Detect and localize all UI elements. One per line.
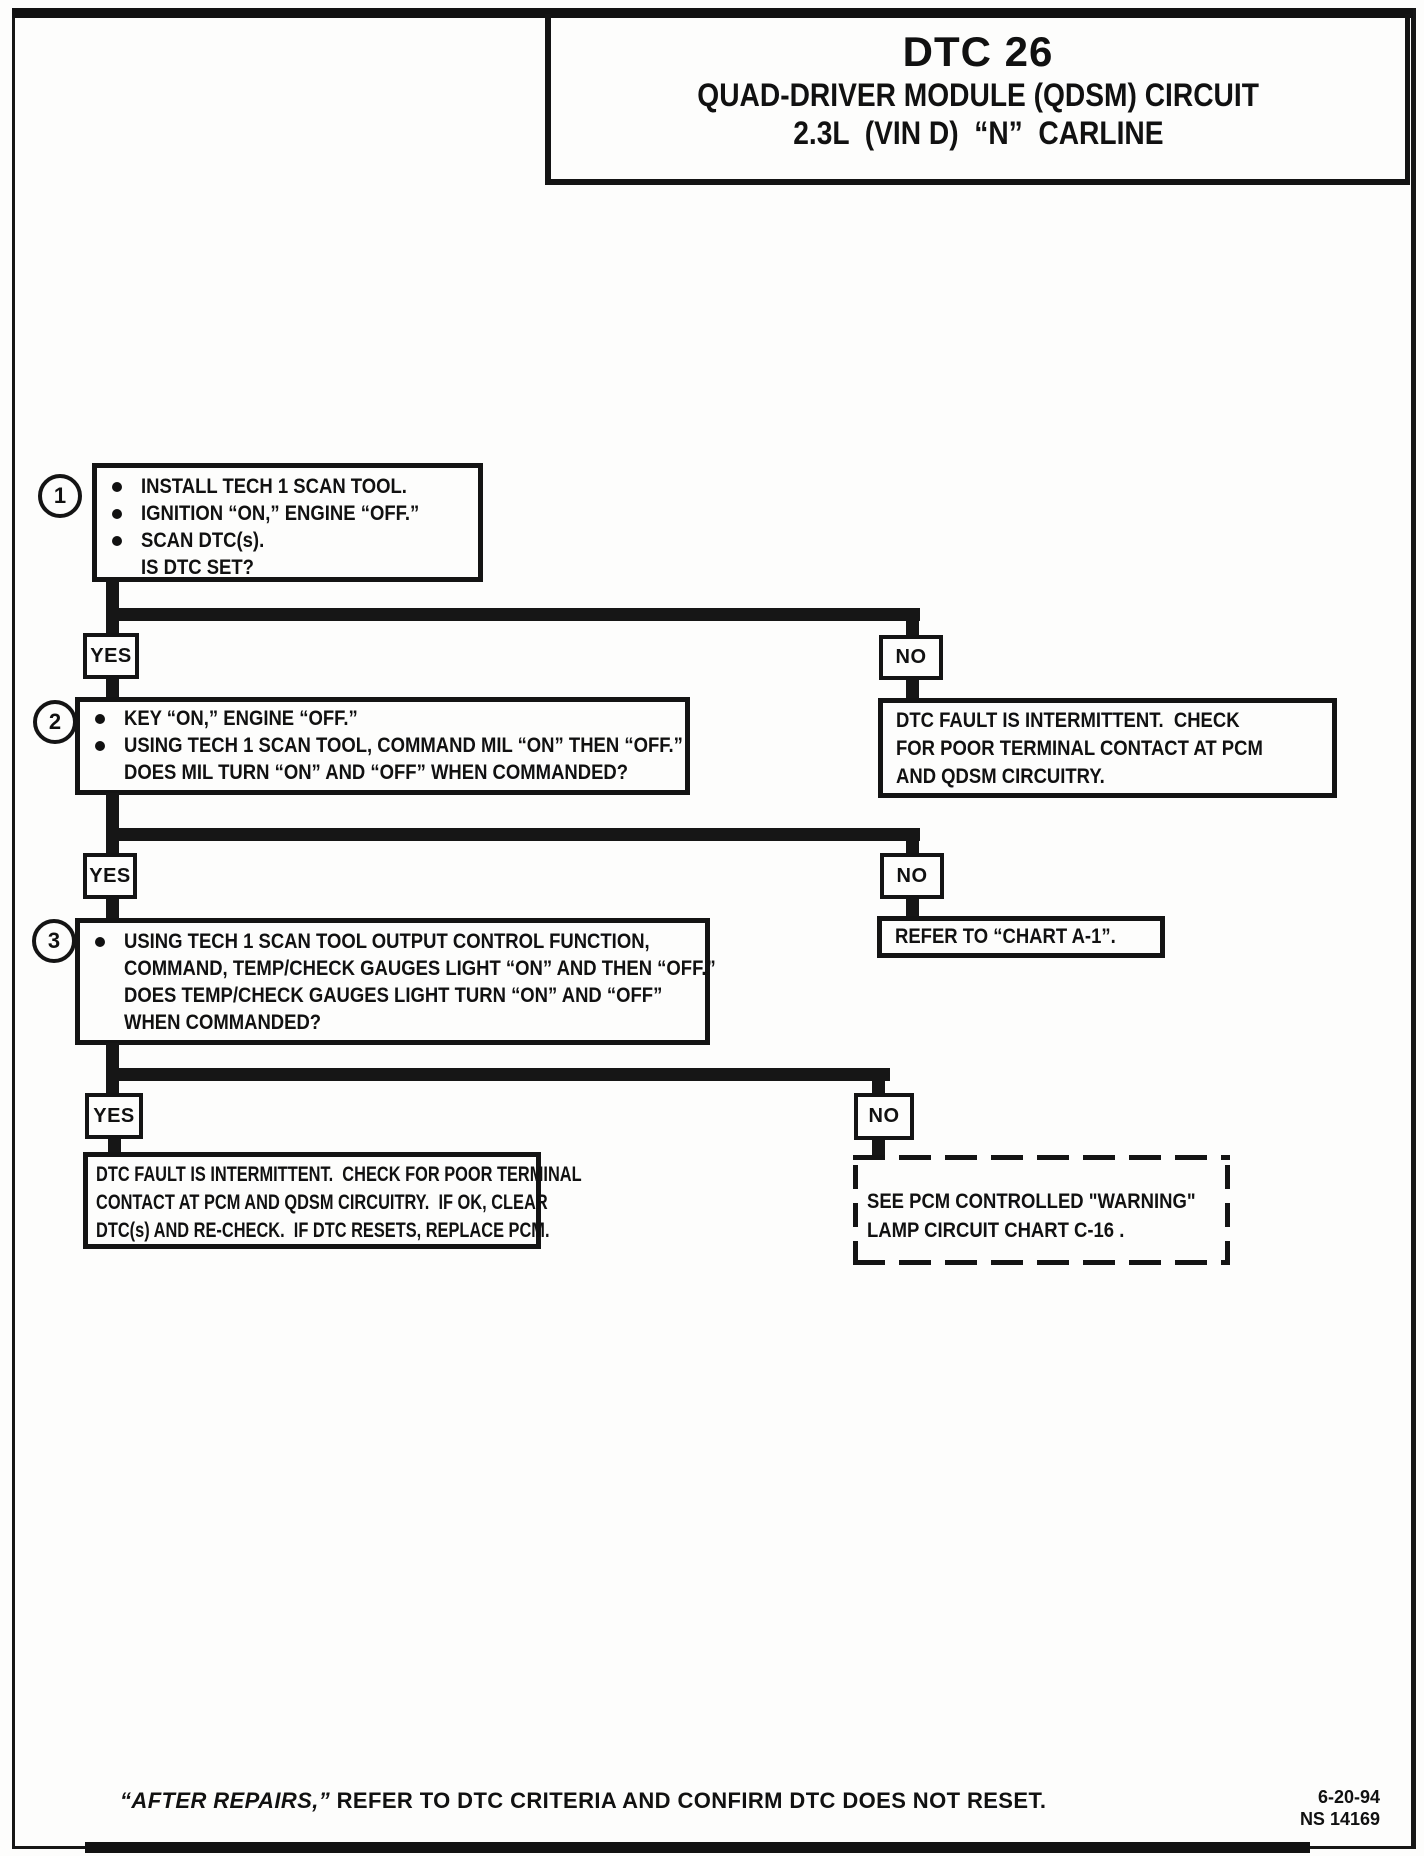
bullet-icon [95, 936, 105, 947]
chart-title-line2: 2.3L (VIN D) “N” CARLINE [792, 115, 1164, 151]
step-3-text-1: USING TECH 1 SCAN TOOL OUTPUT CONTROL FU… [124, 929, 650, 953]
bullet-icon [112, 508, 122, 519]
connector [106, 897, 119, 919]
scan-bottom-edge [85, 1842, 1310, 1853]
outcome-yes3-line2: CONTACT AT PCM AND QDSM CIRCUITRY. IF OK… [96, 1191, 548, 1214]
connector [108, 1137, 121, 1154]
step-1-text-1: INSTALL TECH 1 SCAN TOOL. [141, 474, 407, 498]
bullet-icon [112, 481, 122, 492]
connector [106, 828, 920, 841]
connector [906, 838, 919, 854]
after-repairs-note: “AFTER REPAIRS,” REFER TO DTC CRITERIA A… [120, 1788, 1046, 1814]
connector [906, 678, 919, 700]
step-1-box: INSTALL TECH 1 SCAN TOOL. IGNITION “ON,”… [92, 463, 483, 582]
step-2-question: DOES MIL TURN “ON” AND “OFF” WHEN COMMAN… [124, 760, 629, 784]
connector [106, 677, 119, 699]
outcome-no1-line1: DTC FAULT IS INTERMITTENT. CHECK [896, 709, 1240, 732]
no-label-2: NO [880, 853, 944, 899]
yes-label-3: YES [85, 1093, 143, 1139]
bullet-icon [112, 535, 122, 546]
step-1-question: IS DTC SET? [141, 555, 254, 579]
scan-top-edge [12, 8, 1413, 18]
step-1-text-2: IGNITION “ON,” ENGINE “OFF.” [141, 501, 420, 525]
revision-date: 6-20-94 [1317, 1787, 1380, 1807]
connector [106, 580, 119, 633]
connector [906, 897, 919, 919]
outcome-no1-line3: AND QDSM CIRCUITRY. [896, 765, 1105, 788]
outcome-no3-line2: LAMP CIRCUIT CHART C-16 . [867, 1218, 1125, 1242]
connector [106, 793, 119, 854]
step-2-text-2: USING TECH 1 SCAN TOOL, COMMAND MIL “ON”… [124, 733, 683, 757]
outcome-no2-text: REFER TO “CHART A-1”. [895, 925, 1116, 948]
step-1-number: 1 [38, 474, 82, 518]
connector [872, 1078, 885, 1094]
step-3-line: DOES TEMP/CHECK GAUGES LIGHT TURN “ON” A… [80, 982, 705, 1009]
outcome-yes3-box: DTC FAULT IS INTERMITTENT. CHECK FOR POO… [83, 1152, 582, 1249]
bullet-icon [95, 713, 105, 724]
outcome-yes3-line3: DTC(s) AND RE-CHECK. IF DTC RESETS, REPL… [96, 1219, 550, 1242]
outcome-yes3-line1: DTC FAULT IS INTERMITTENT. CHECK FOR POO… [96, 1163, 582, 1186]
outcome-no2-box: REFER TO “CHART A-1”. [877, 916, 1165, 958]
connector [106, 1068, 890, 1081]
step-3-line: USING TECH 1 SCAN TOOL OUTPUT CONTROL FU… [80, 928, 705, 955]
step-3-box: USING TECH 1 SCAN TOOL OUTPUT CONTROL FU… [75, 918, 716, 1045]
connector [872, 1138, 885, 1156]
yes-label-2: YES [83, 853, 137, 899]
step-2-box: KEY “ON,” ENGINE “OFF.” USING TECH 1 SCA… [75, 697, 690, 795]
step-2-line: KEY “ON,” ENGINE “OFF.” [80, 705, 685, 732]
step-2-line: DOES MIL TURN “ON” AND “OFF” WHEN COMMAN… [80, 759, 685, 786]
step-1-line: IGNITION “ON,” ENGINE “OFF.” [97, 500, 478, 527]
step-1-line: IS DTC SET? [97, 554, 478, 581]
connector [906, 618, 919, 636]
step-3-text-2: COMMAND, TEMP/CHECK GAUGES LIGHT “ON” AN… [124, 956, 716, 980]
step-2-number: 2 [33, 700, 77, 744]
bullet-icon [95, 740, 105, 751]
step-2-text-1: KEY “ON,” ENGINE “OFF.” [124, 706, 358, 730]
revision-block: 6-20-94 NS 14169 [1300, 1786, 1380, 1830]
step-3-question-2: WHEN COMMANDED? [124, 1010, 322, 1034]
step-1-text-3: SCAN DTC(s). [141, 528, 265, 552]
step-3-line: WHEN COMMANDED? [80, 1009, 705, 1036]
no-label-1: NO [879, 635, 943, 680]
step-3-question-1: DOES TEMP/CHECK GAUGES LIGHT TURN “ON” A… [124, 983, 663, 1007]
step-1-line: SCAN DTC(s). [97, 527, 478, 554]
chart-title-line1: QUAD-DRIVER MODULE (QDSM) CIRCUIT [697, 77, 1259, 113]
step-1-line: INSTALL TECH 1 SCAN TOOL. [97, 473, 478, 500]
title-box: DTC 26 QUAD-DRIVER MODULE (QDSM) CIRCUIT… [545, 14, 1410, 185]
after-repairs-rest: REFER TO DTC CRITERIA AND CONFIRM DTC DO… [330, 1788, 1047, 1813]
dtc-code-title: DTC 26 [902, 28, 1054, 75]
step-3-number: 3 [32, 919, 76, 963]
connector [106, 608, 920, 621]
outcome-no1-box: DTC FAULT IS INTERMITTENT. CHECK FOR POO… [878, 698, 1337, 798]
outcome-no1-line2: FOR POOR TERMINAL CONTACT AT PCM [896, 737, 1263, 760]
yes-label-1: YES [83, 633, 139, 679]
no-label-3: NO [854, 1093, 914, 1140]
document-number: NS 14169 [1299, 1809, 1380, 1829]
step-3-line: COMMAND, TEMP/CHECK GAUGES LIGHT “ON” AN… [80, 955, 716, 982]
after-repairs-quoted: “AFTER REPAIRS,” [120, 1788, 331, 1813]
outcome-no3-box: SEE PCM CONTROLLED "WARNING" LAMP CIRCUI… [853, 1155, 1230, 1265]
outcome-no3-line1: SEE PCM CONTROLLED "WARNING" [867, 1189, 1196, 1213]
step-2-line: USING TECH 1 SCAN TOOL, COMMAND MIL “ON”… [80, 732, 685, 759]
